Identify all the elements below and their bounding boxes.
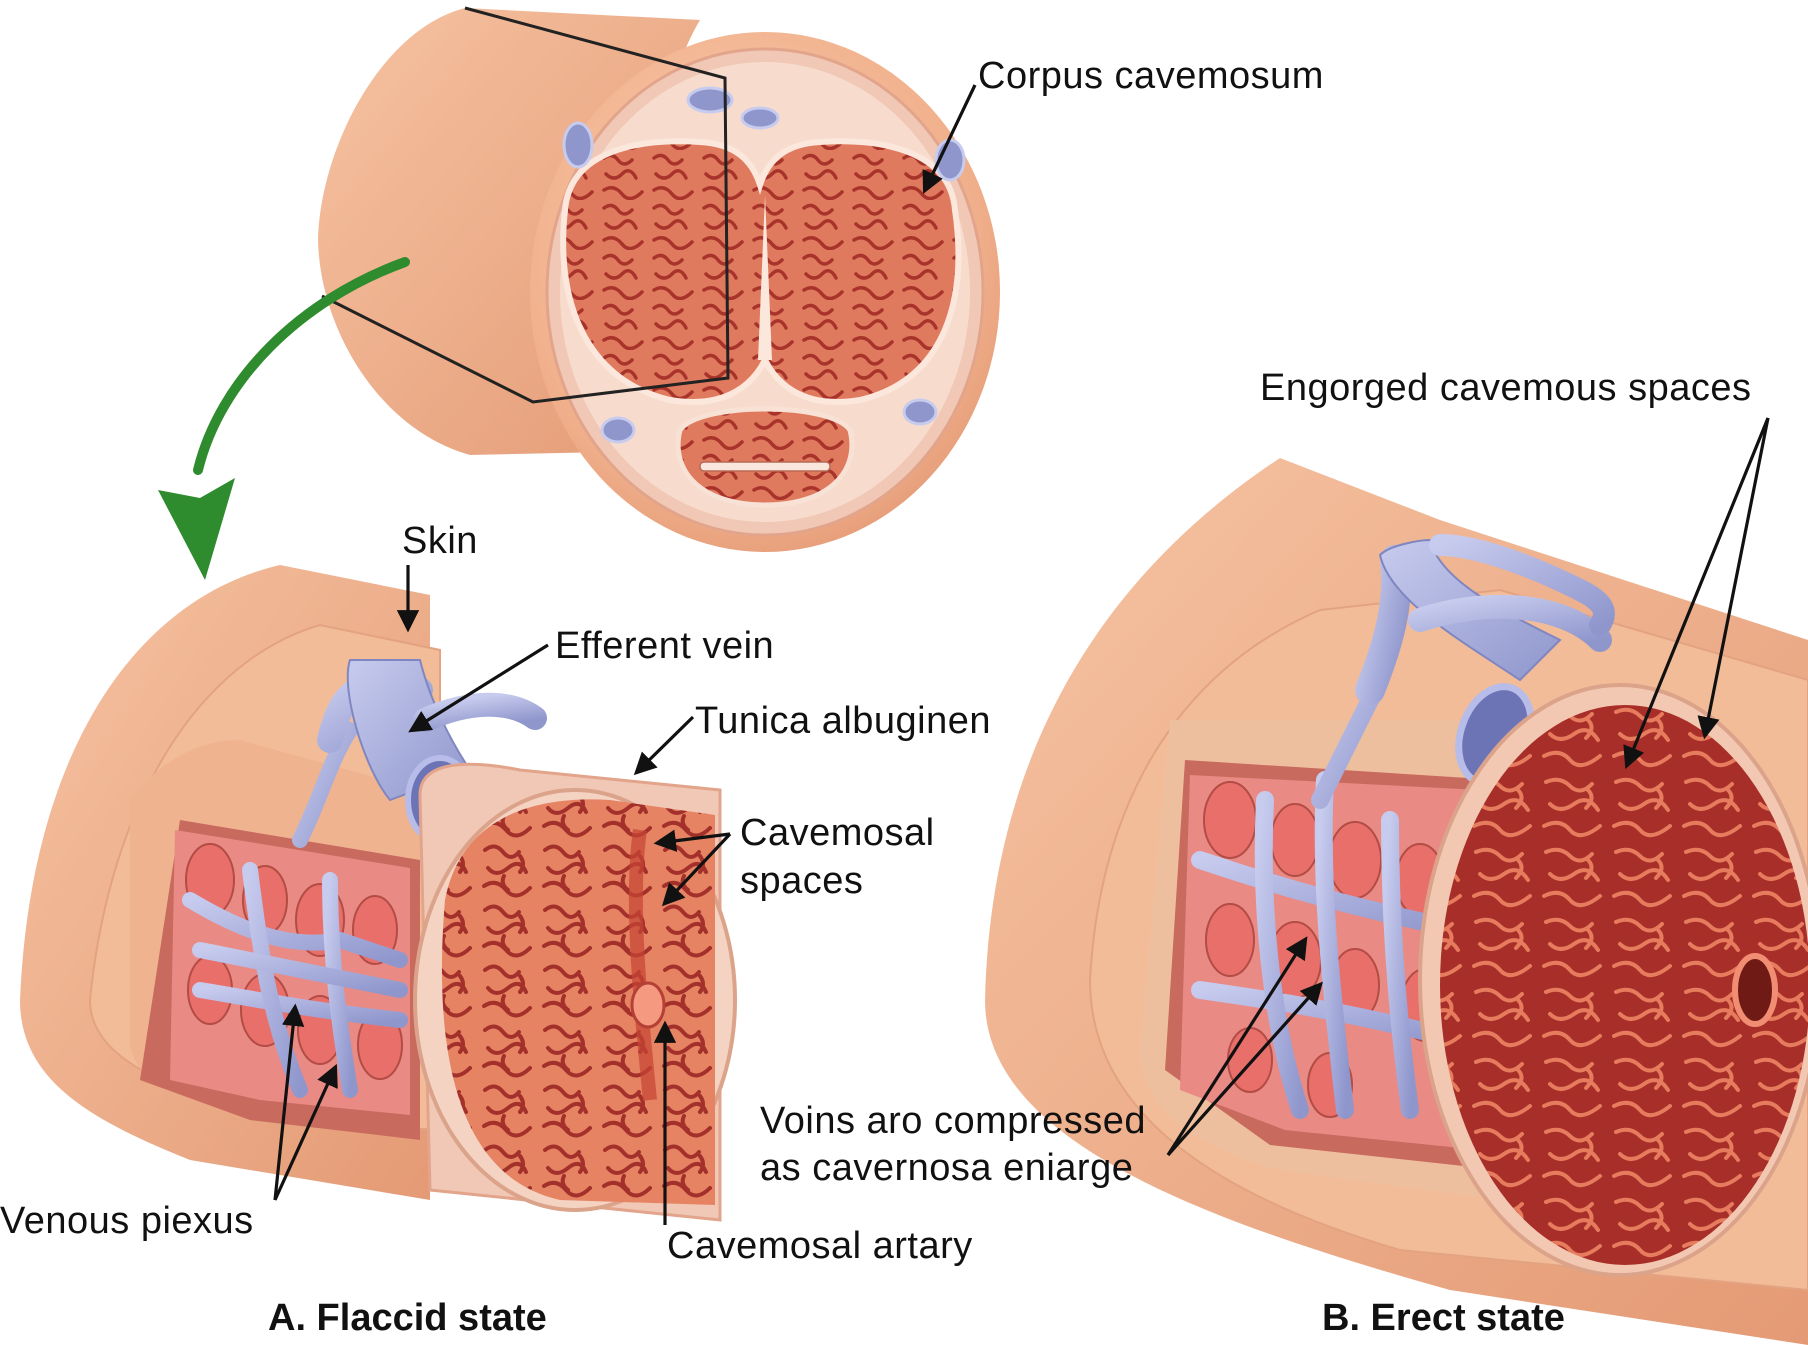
leader-venous-plexus-b bbox=[273, 1063, 338, 1201]
leader-veins-b bbox=[1166, 981, 1323, 1157]
label-veins-compressed-line2: as cavernosa eniarge bbox=[760, 1147, 1133, 1189]
top-cross-section bbox=[318, 6, 1000, 552]
leader-cavernosal-spaces-b bbox=[661, 832, 732, 907]
leader-efferent-vein bbox=[408, 643, 549, 733]
caption-flaccid-state: A. Flaccid state bbox=[268, 1297, 547, 1339]
caption-erect-state: B. Erect state bbox=[1322, 1297, 1565, 1339]
flaccid-state-illustration bbox=[20, 565, 737, 1222]
leader-veins-a bbox=[1166, 936, 1308, 1156]
label-veins-compressed-line1: Voins aro compressed bbox=[760, 1100, 1146, 1142]
label-cavernosal-spaces-line2: spaces bbox=[740, 860, 863, 902]
leader-corpus bbox=[922, 84, 977, 195]
leader-engorged-b bbox=[1697, 417, 1770, 740]
leader-venous-plexus-a bbox=[273, 1003, 305, 1201]
label-cavernosal-artery: Cavemosal artary bbox=[667, 1225, 973, 1267]
label-engorged-spaces: Engorged cavemous spaces bbox=[1260, 367, 1752, 409]
label-efferent-vein: Efferent vein bbox=[555, 625, 774, 667]
label-tunica-albuginea: Tunica albuginen bbox=[695, 700, 991, 742]
leader-cavernosal-spaces-a bbox=[653, 829, 731, 852]
leader-lines bbox=[273, 84, 1770, 1225]
label-cavernosal-spaces-line1: Cavemosal bbox=[740, 812, 935, 854]
erect-state-illustration bbox=[985, 458, 1808, 1345]
leader-engorged-a bbox=[1623, 417, 1770, 770]
zoom-arrow bbox=[158, 257, 410, 580]
label-skin: Skin bbox=[402, 520, 478, 562]
label-corpus-cavernosum: Corpus cavemosum bbox=[978, 55, 1324, 97]
leader-tunica bbox=[633, 715, 695, 776]
labels: Corpus cavemosum Skin Efferent vein Tuni… bbox=[0, 55, 1752, 1339]
label-venous-plexus: Venous piexus bbox=[0, 1200, 254, 1242]
